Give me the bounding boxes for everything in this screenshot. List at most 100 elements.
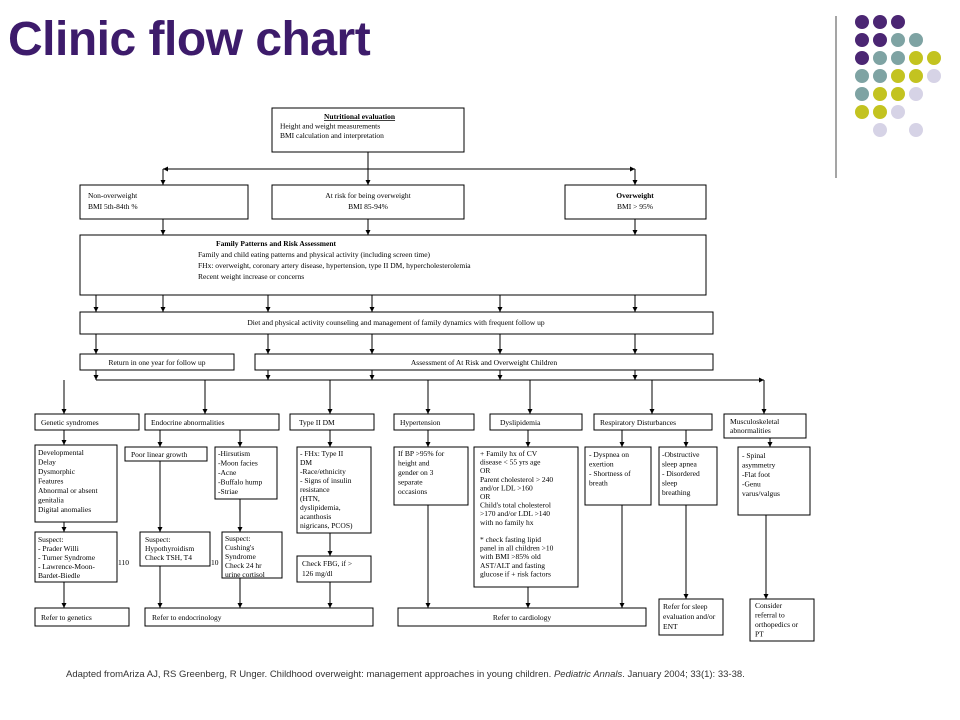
box-poor-linear-growth: Poor linear growth [124,446,208,462]
box-text-line: Height and weight measurements [280,122,380,131]
box-text-line: AST/ALT and fasting [480,561,545,570]
decorative-dot [909,51,923,65]
box-text-line: Abnormal or absent [38,486,98,495]
box-text-line: - Shortness of [589,469,631,478]
box-text-line: -Acne [218,468,237,477]
box-genetic-features: DevelopmentalDelayDysmorphicFeaturesAbno… [34,444,118,523]
citation-suffix: . January 2004; 33(1): 33-38. [622,669,745,680]
box-text-line: Digital anomalies [38,505,91,514]
box-check-fbg: Check FBG, if >126 mg/dl [296,555,372,583]
decorative-dot [855,105,869,119]
box-text-line: Endocrine abnormalities [151,418,225,427]
box-text-line: Refer to endocrinology [152,613,222,622]
decorative-dot [891,15,905,29]
box-text-line: breath [589,479,608,488]
box-text-line: Refer to genetics [41,613,92,622]
box-text-line: BMI calculation and interpretation [280,131,384,140]
box-respiratory-disturbances: Respiratory Disturbances [593,413,713,431]
cut-text-fragment: 10 [211,558,219,567]
decorative-dot [909,69,923,83]
box-text-line: referral to [755,611,785,620]
box-text-line: - Prader Willi [38,544,79,553]
box-text-line: Suspect: [145,535,170,544]
decorative-dot [927,69,941,83]
box-text-line: If BP >95% for [398,449,445,458]
box-text-line: and/or LDL >160 [480,483,533,492]
box-text-line: -Striae [218,487,239,496]
box-text-line: -Race/ethnicity [300,467,346,476]
box-text-line: 126 mg/dl [302,569,333,578]
box-text-line: Features [38,477,63,486]
box-text-line: - Turner Syndrome [38,553,96,562]
box-text-line: Nutritional evaluation [324,112,396,121]
box-text-line: Recent weight increase or concerns [198,272,304,281]
box-text-line: -Moon facies [218,459,258,468]
box-text-line: Refer for sleep [663,602,708,611]
box-text-line: Non-overweight [88,191,138,200]
box-text-line: Hypothyroidism [145,544,194,553]
decorative-dot [891,105,905,119]
citation: Adapted fromAriza AJ, RS Greenberg, R Un… [66,669,745,680]
box-text-line: * check fasting lipid [480,535,541,544]
decorative-dot [873,105,887,119]
decorative-dot [873,69,887,83]
box-text-line: nigricans, PCOS) [300,521,353,530]
box-text-line: -Buffalo hump [218,478,262,487]
box-text-line: Return in one year for follow up [108,358,205,367]
box-text-line: ENT [663,622,678,631]
box-text-line: Diet and physical activity counseling an… [247,318,544,327]
box-text-line: - FHx: Type II [300,449,344,458]
decorative-dot [891,51,905,65]
box-text-line: (HTN, [300,494,320,503]
box-text-line: Bardet-Biedle [38,571,81,580]
box-refer-genetics: Refer to genetics [34,607,130,627]
decorative-dot [873,51,887,65]
box-text-line: Delay [38,458,56,467]
box-text-line: Poor linear growth [131,450,187,459]
decorative-dot [873,33,887,47]
decorative-dot [873,15,887,29]
decorative-dot [873,123,887,137]
citation-journal: Pediatric Annals [553,669,623,680]
box-text-line: Suspect: [225,534,250,543]
box-text-line: Developmental [38,448,84,457]
box-refer-cardiology: Refer to cardiology [397,607,647,627]
box-text-line: OR [480,492,490,501]
box-return-one-year: Return in one year for follow up [79,353,235,371]
box-text-line: -Genu [742,480,761,489]
box-text-line: occasions [398,487,427,496]
decorative-dot [855,87,869,101]
box-text-line: with no family hx [480,518,534,527]
box-text-line: Refer to cardiology [493,613,552,622]
box-text-line: Hypertension [400,418,441,427]
box-text-line: breathing [662,488,691,497]
box-text-line: height and [398,459,430,468]
decorative-dot [891,33,905,47]
decorative-dot [855,69,869,83]
box-text-line: Cushing's [225,543,254,552]
decorative-dot [909,87,923,101]
box-text-line: resistance [300,485,330,494]
decorative-dot [909,33,923,47]
box-text-line: disease < 55 yrs age [480,458,541,467]
decorative-dot [855,51,869,65]
decorative-dot [855,33,869,47]
box-hypertension: Hypertension [393,413,475,431]
box-text-line: Family and child eating patterns and phy… [198,250,431,259]
box-text-line: Family Patterns and Risk Assessment [216,239,337,248]
box-text-line: sleep [662,479,678,488]
box-diet-counseling: Diet and physical activity counseling an… [79,311,714,335]
box-text-line: acanthosis [300,512,331,521]
box-text-line: FHx: overweight, coronary artery disease… [198,261,471,270]
box-text-line: Child's total cholesterol [480,501,551,510]
decorative-dot [855,15,869,29]
box-text-line: evaluation and/or [663,612,716,621]
cut-text-fragment: 110 [118,558,129,567]
